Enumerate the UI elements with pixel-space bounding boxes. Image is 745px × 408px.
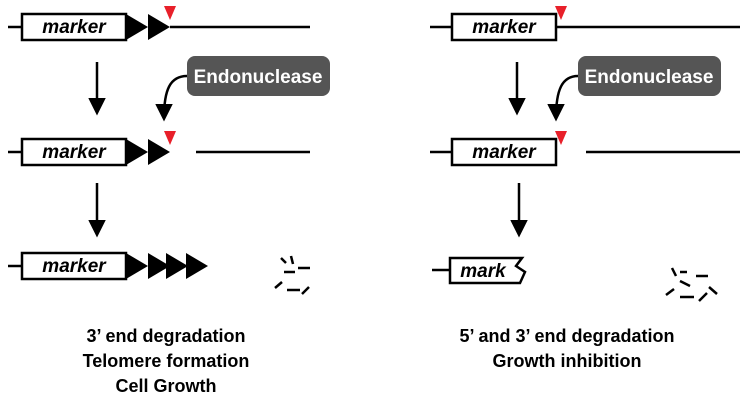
telomere-repeat: [166, 253, 188, 279]
left-caption-1: 3’ end degradation: [86, 326, 245, 346]
right-caption-2: Growth inhibition: [493, 351, 642, 371]
left-row-3-construct: marker: [8, 251, 208, 281]
marker-box: [450, 137, 558, 167]
left-endonuclease: Endonuclease: [155, 56, 330, 122]
marker-label: marker: [472, 142, 537, 163]
telomere-repeat: [126, 139, 148, 165]
endonuclease-label: Endonuclease: [585, 67, 714, 88]
truncated-marker-box: [448, 256, 527, 285]
telomere-repeat: [148, 139, 170, 165]
endonuclease-arrow: [547, 74, 579, 122]
marker-label: marker: [42, 17, 107, 38]
right-row-3-construct: mark: [432, 256, 527, 285]
left-caption-2: Telomere formation: [83, 351, 250, 371]
endonuclease-arrow: [155, 74, 188, 122]
degraded-fragments: [665, 267, 718, 302]
endonuclease-box: [187, 56, 330, 96]
left-panel: marker Endonuclease marker: [8, 6, 330, 396]
marker-label: marker: [472, 17, 537, 38]
right-row-2-construct: marker: [430, 131, 740, 167]
telomere-repeat: [148, 253, 170, 279]
cut-site: [555, 131, 567, 145]
endonuclease-label: Endonuclease: [194, 67, 323, 88]
right-panel: marker Endonuclease marker mark: [430, 6, 740, 371]
degraded-fragments: [274, 255, 310, 295]
cut-site: [164, 6, 176, 20]
endonuclease-box: [578, 56, 721, 96]
telomere-repeat: [186, 253, 208, 279]
cut-site: [164, 131, 176, 145]
left-row-1-construct: marker: [8, 6, 310, 42]
right-endonuclease: Endonuclease: [547, 56, 721, 122]
telomere-repeat: [148, 14, 170, 40]
right-caption-1: 5’ and 3’ end degradation: [459, 326, 674, 346]
cut-site: [555, 6, 567, 20]
truncated-marker-label: mark: [460, 261, 507, 282]
telomere-repeat: [126, 253, 148, 279]
marker-label: marker: [42, 142, 107, 163]
left-row-2-construct: marker: [8, 131, 310, 167]
marker-label: marker: [42, 256, 107, 277]
right-row-1-construct: marker: [430, 6, 740, 42]
telomere-repeat: [126, 14, 148, 40]
marker-box: [20, 251, 128, 281]
left-caption-3: Cell Growth: [115, 376, 216, 396]
